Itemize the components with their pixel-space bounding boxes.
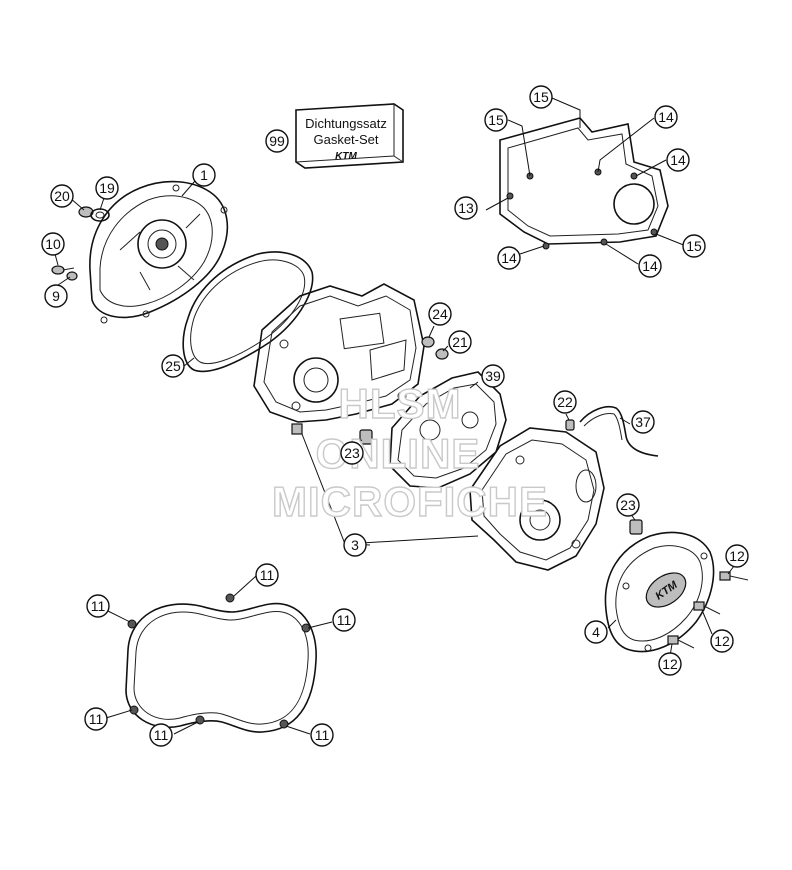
callout-22[interactable]: 22 xyxy=(553,390,577,414)
svg-text:15: 15 xyxy=(488,112,504,128)
svg-text:14: 14 xyxy=(658,109,674,125)
callout-11-top[interactable]: 11 xyxy=(255,563,279,587)
svg-text:20: 20 xyxy=(54,188,70,204)
clutch-cover: KTM xyxy=(604,531,715,653)
svg-text:12: 12 xyxy=(729,548,745,564)
crankcase-left xyxy=(253,283,425,435)
svg-text:99: 99 xyxy=(269,133,285,149)
callout-1[interactable]: 1 xyxy=(192,163,216,187)
svg-text:12: 12 xyxy=(662,656,678,672)
gasket-box-line1: Dichtungssatz xyxy=(305,116,387,131)
callout-15-right[interactable]: 15 xyxy=(682,234,706,258)
callout-3[interactable]: 3 xyxy=(343,533,367,557)
callout-20[interactable]: 20 xyxy=(50,184,74,208)
callout-12-top[interactable]: 12 xyxy=(725,544,749,568)
svg-text:4: 4 xyxy=(592,624,600,640)
svg-text:10: 10 xyxy=(45,236,61,252)
callout-11-right[interactable]: 11 xyxy=(332,608,356,632)
svg-text:13: 13 xyxy=(458,200,474,216)
crankcase-right xyxy=(469,427,605,571)
screw-12-low xyxy=(667,635,695,649)
callout-15-top[interactable]: 15 xyxy=(529,85,553,109)
svg-text:21: 21 xyxy=(452,334,468,350)
plug-24 xyxy=(421,336,435,348)
svg-text:12: 12 xyxy=(714,633,730,649)
svg-text:15: 15 xyxy=(533,89,549,105)
gasket-39 xyxy=(389,371,507,489)
callout-9[interactable]: 9 xyxy=(44,284,68,308)
svg-text:37: 37 xyxy=(635,414,651,430)
dowel-23-left xyxy=(359,429,373,445)
screw-12-mid xyxy=(693,601,721,615)
svg-text:19: 19 xyxy=(99,180,115,196)
gasket-box-logo: KTM xyxy=(335,151,357,162)
svg-text:22: 22 xyxy=(557,394,573,410)
svg-text:3: 3 xyxy=(351,537,359,553)
svg-text:11: 11 xyxy=(315,727,330,743)
svg-text:11: 11 xyxy=(337,612,352,628)
callout-4[interactable]: 4 xyxy=(584,620,608,644)
screw-10 xyxy=(51,265,75,275)
callout-25[interactable]: 25 xyxy=(161,354,185,378)
svg-text:14: 14 xyxy=(642,258,658,274)
screw-12-top xyxy=(719,571,749,581)
callout-12-mid[interactable]: 12 xyxy=(710,629,734,653)
callout-11-left-top[interactable]: 11 xyxy=(86,594,110,618)
callout-12-low[interactable]: 12 xyxy=(658,652,682,676)
callout-11-left-bottom[interactable]: 11 xyxy=(84,707,108,731)
svg-text:25: 25 xyxy=(165,358,181,374)
svg-text:14: 14 xyxy=(501,250,517,266)
callout-19[interactable]: 19 xyxy=(95,176,119,200)
pin-22 xyxy=(565,419,575,431)
callout-13[interactable]: 13 xyxy=(454,196,478,220)
svg-text:15: 15 xyxy=(686,238,702,254)
gasket-25 xyxy=(182,251,314,373)
callout-14-left[interactable]: 14 xyxy=(497,246,521,270)
watermark: HLSM ONLINE MICROFICHE xyxy=(271,379,548,525)
callout-23-right[interactable]: 23 xyxy=(616,493,640,517)
callout-21[interactable]: 21 xyxy=(448,330,472,354)
screw-21 xyxy=(435,348,449,360)
svg-text:23: 23 xyxy=(620,497,636,513)
svg-text:24: 24 xyxy=(432,306,448,322)
clutch-cover-gasket xyxy=(125,593,317,733)
callout-10[interactable]: 10 xyxy=(41,232,65,256)
svg-text:11: 11 xyxy=(260,567,275,583)
gasket-box-line2: Gasket-Set xyxy=(313,132,378,147)
svg-text:11: 11 xyxy=(154,727,169,743)
svg-text:9: 9 xyxy=(52,288,60,304)
svg-text:23: 23 xyxy=(344,445,360,461)
callout-14-right[interactable]: 14 xyxy=(666,148,690,172)
svg-text:39: 39 xyxy=(485,368,501,384)
callout-11-bottom-mid[interactable]: 11 xyxy=(149,723,173,747)
svg-text:11: 11 xyxy=(89,711,104,727)
gasket-set-box: Dichtungssatz Gasket-Set KTM xyxy=(295,103,404,169)
svg-text:1: 1 xyxy=(200,167,208,183)
water-pump-gasket xyxy=(499,117,669,250)
callout-14-top[interactable]: 14 xyxy=(654,105,678,129)
watermark-line3: MICROFICHE xyxy=(272,478,548,525)
svg-text:11: 11 xyxy=(91,598,106,614)
watermark-line1: HLSM xyxy=(339,380,462,427)
callout-11-bottom-right[interactable]: 11 xyxy=(310,723,334,747)
callout-14-bottom[interactable]: 14 xyxy=(638,254,662,278)
callout-37[interactable]: 37 xyxy=(631,410,655,434)
callout-39[interactable]: 39 xyxy=(481,364,505,388)
callout-23-left[interactable]: 23 xyxy=(340,441,364,465)
svg-text:14: 14 xyxy=(670,152,686,168)
dowel-23-right xyxy=(629,519,643,535)
callout-15-left[interactable]: 15 xyxy=(484,108,508,132)
callout-99[interactable]: 99 xyxy=(265,129,289,153)
left-cover xyxy=(89,180,229,324)
leader-lines xyxy=(54,97,735,735)
callout-24[interactable]: 24 xyxy=(428,302,452,326)
nut-9 xyxy=(66,271,78,281)
